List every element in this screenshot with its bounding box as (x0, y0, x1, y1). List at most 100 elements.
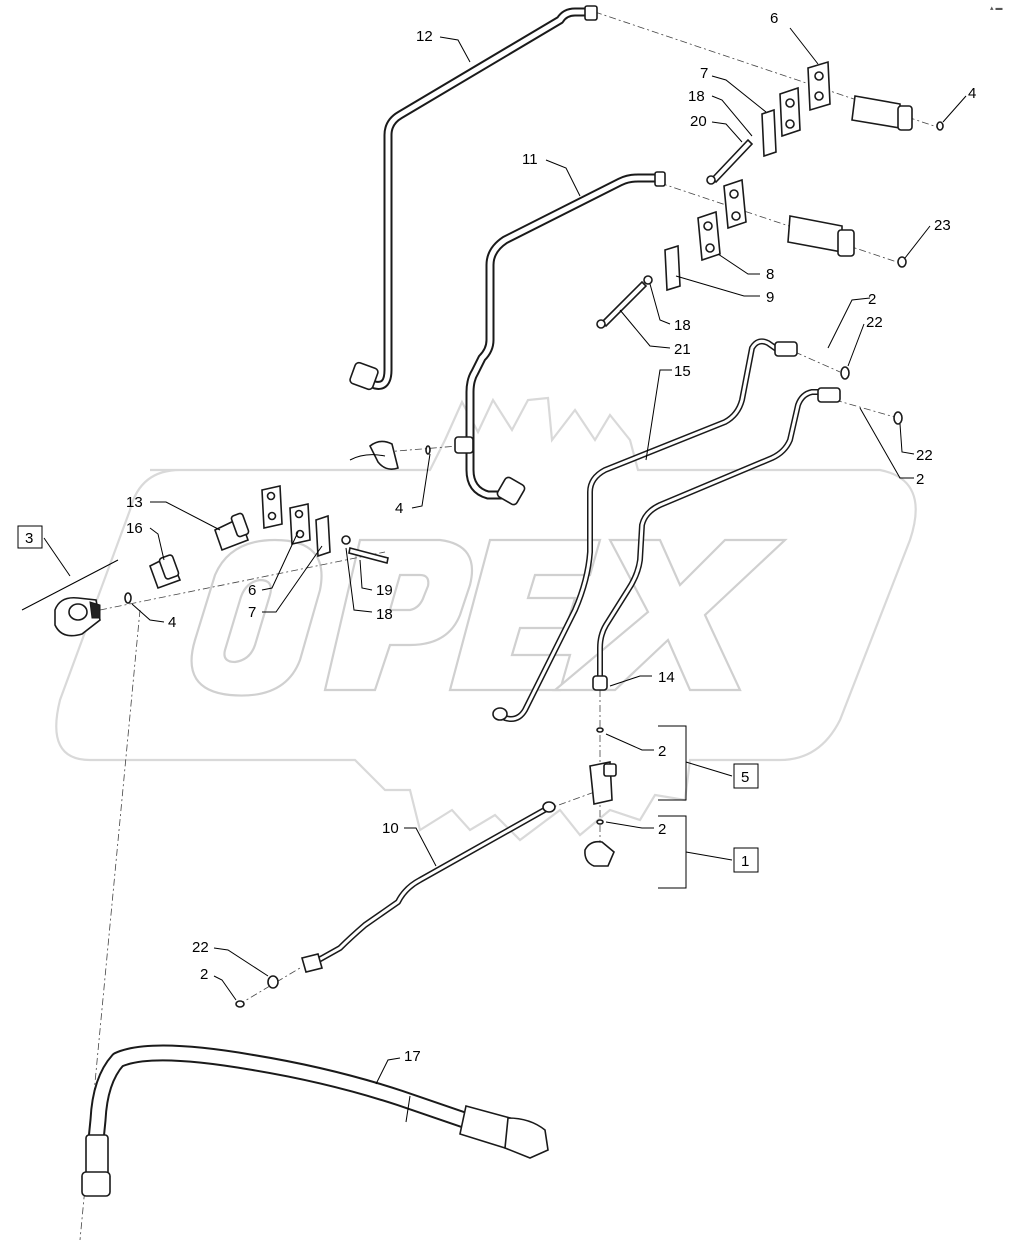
clamp-plate-left (315, 514, 331, 558)
watermark-text (190, 538, 788, 697)
pipe-10-body (313, 806, 550, 964)
center-lines (79, 11, 941, 1241)
callout-14: 14 (658, 669, 675, 686)
seal-22-bottom (267, 975, 279, 989)
pipe-12 (349, 5, 598, 391)
box-1-label: 1 (741, 853, 749, 870)
leader-23 (904, 225, 931, 259)
axis-line-clamp-left (99, 551, 386, 611)
hose-17-left-ferrule (85, 1134, 109, 1176)
bent-fitting-wire (349, 454, 386, 461)
watermark-gear-outline (55, 396, 917, 842)
callout-7-upper: 7 (700, 65, 708, 82)
callout-2-lower-right: 2 (916, 471, 924, 488)
leader-4b (411, 453, 431, 509)
clamp-7-hole-a (785, 98, 795, 108)
callout-9: 9 (766, 289, 774, 306)
watermark-letter-e (448, 538, 602, 692)
callout-23: 23 (934, 217, 951, 234)
leader-4a (942, 95, 967, 123)
corner-mark: ▴ ▬ (990, 5, 1002, 12)
clamp-plate-18-upper (761, 108, 777, 158)
pipe-14-lower-nut (592, 675, 608, 691)
clamp-half-8 (697, 210, 721, 262)
seal-2-tee-upper (596, 727, 604, 733)
callout-18-left: 18 (376, 606, 393, 623)
leader-6a (789, 27, 819, 65)
bolt-21 (600, 280, 648, 328)
callout-4-upper: 4 (968, 85, 976, 102)
leader-3-bracket (21, 559, 119, 611)
leader-7a (711, 75, 767, 113)
seal-4-left (124, 592, 132, 604)
boxed-callouts: 3 5 1 (17, 525, 759, 873)
hose-17-body (89, 1046, 477, 1147)
leader-2e (213, 975, 237, 1001)
leader-21 (619, 309, 671, 349)
seal-22-upper (840, 366, 850, 380)
pipe-11 (465, 171, 666, 506)
leader-2d (605, 821, 654, 829)
box-5-label: 5 (741, 769, 749, 786)
clamp-mid-hole-a (729, 189, 739, 199)
leader-2c (605, 733, 654, 751)
hose-17-left-nut (81, 1171, 111, 1197)
callout-18-mid: 18 (674, 317, 691, 334)
callout-20: 20 (690, 113, 707, 130)
box-1-frame (733, 847, 759, 873)
pipe-10 (235, 801, 556, 1008)
pipe-11-body (467, 175, 661, 498)
seal-2-bottom (235, 1000, 245, 1008)
clamp-7-hole-b (785, 119, 795, 129)
hose-17 (81, 1044, 549, 1197)
callout-21: 21 (674, 341, 691, 358)
coupling-lower (787, 215, 843, 253)
seal-23 (897, 256, 907, 268)
clamp-group-lower (596, 178, 907, 329)
hose-17-band (405, 1095, 411, 1123)
pipe-10-top-nut (542, 801, 556, 813)
callout-19: 19 (376, 582, 393, 599)
leader-2a (827, 297, 871, 349)
clamp-half-6-upper (807, 60, 831, 112)
fitting-16-hex (158, 554, 180, 580)
callout-16: 16 (126, 520, 143, 537)
pipe-15-body (503, 339, 780, 721)
callout-12: 12 (416, 28, 433, 45)
elbow-fitting-1 (584, 840, 615, 867)
clamp-group-upper (706, 60, 944, 185)
callout-4-center: 4 (395, 500, 403, 517)
leader-19 (359, 559, 373, 591)
callout-6-upper: 6 (770, 10, 778, 27)
clamp-6-hole-b (814, 91, 824, 101)
pipe-15-end-nut (492, 707, 508, 721)
leader-22a-small (847, 323, 865, 367)
clamp-6-left-hole-a (266, 491, 276, 501)
watermark-letter-x (551, 538, 788, 692)
leader-22b (899, 423, 915, 455)
clamp-group-left (54, 485, 389, 637)
callout-6-left: 6 (248, 582, 256, 599)
callout-22-upper-right: 22 (866, 314, 883, 331)
callout-4-left: 4 (168, 614, 176, 631)
leader-14 (609, 675, 652, 687)
leader-18b (649, 283, 671, 325)
coupling-lower-hex (837, 229, 855, 257)
leader-13 (150, 501, 221, 531)
clamp-half-7-upper (779, 86, 801, 138)
seal-2-tee-lower (596, 819, 604, 825)
clamp-6-hole-a (814, 71, 824, 81)
callout-13: 13 (126, 494, 143, 511)
leader-4c (131, 603, 165, 623)
hose-17-right-elbow (504, 1117, 549, 1159)
pipe-12-body (372, 9, 593, 388)
union-13-hex (230, 512, 250, 538)
pipe-15-pair (492, 338, 903, 722)
axis-line-2-22-lower (834, 399, 899, 419)
center-fittings (349, 436, 474, 470)
leaders (21, 27, 967, 1085)
coupling-upper (851, 95, 901, 129)
callout-8: 8 (766, 266, 774, 283)
watermark (55, 396, 917, 842)
